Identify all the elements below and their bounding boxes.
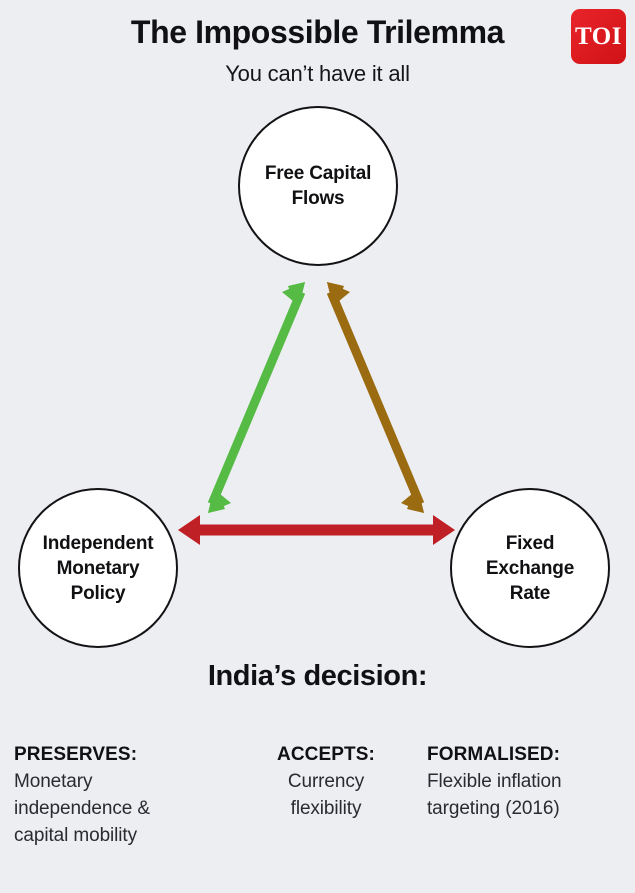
decision-columns: PRESERVES: Monetary independence & capit… xyxy=(0,742,635,882)
trilemma-diagram: Free Capital Flows Independent Monetary … xyxy=(0,100,635,660)
page-title: The Impossible Trilemma xyxy=(130,14,505,50)
trilemma-arrows-svg xyxy=(178,282,455,545)
decision-column-accepts-body: Currency flexibility xyxy=(287,771,365,819)
node-free-capital-flows[interactable]: Free Capital Flows xyxy=(238,106,398,266)
arrow-exchange-to-capital xyxy=(326,282,425,513)
decision-column-accepts-title: ACCEPTS: xyxy=(277,744,375,765)
node-fixed-exchange-rate-label: Fixed Exchange Rate xyxy=(485,532,575,604)
decision-column-accepts: ACCEPTS: Currency flexibility xyxy=(236,742,416,822)
decision-heading: India’s decision: xyxy=(207,660,428,692)
node-free-capital-flows-label: Free Capital Flows xyxy=(264,163,372,209)
decision-column-preserves-body: Monetary independence & capital mobility xyxy=(14,771,150,846)
decision-column-preserves: PRESERVES: Monetary independence & capit… xyxy=(14,742,234,849)
header: The Impossible Trilemma You can’t have i… xyxy=(0,0,635,100)
decision-column-formalised-title: FORMALISED: xyxy=(427,744,561,765)
page-subtitle: You can’t have it all xyxy=(225,61,410,86)
decision-column-formalised-body: Flexible inflation targeting (2016) xyxy=(427,771,562,819)
arrow-monetary-to-exchange xyxy=(178,515,455,545)
toi-logo: TOI xyxy=(571,9,626,64)
arrow-monetary-to-capital xyxy=(207,282,306,513)
node-fixed-exchange-rate[interactable]: Fixed Exchange Rate xyxy=(450,488,610,648)
decision-column-formalised: FORMALISED: Flexible inflation targeting… xyxy=(427,742,633,822)
toi-logo-text: TOI xyxy=(575,23,622,50)
node-independent-monetary-policy[interactable]: Independent Monetary Policy xyxy=(18,488,178,648)
node-independent-monetary-policy-label: Independent Monetary Policy xyxy=(42,532,154,604)
decision-column-preserves-title: PRESERVES: xyxy=(14,744,138,765)
